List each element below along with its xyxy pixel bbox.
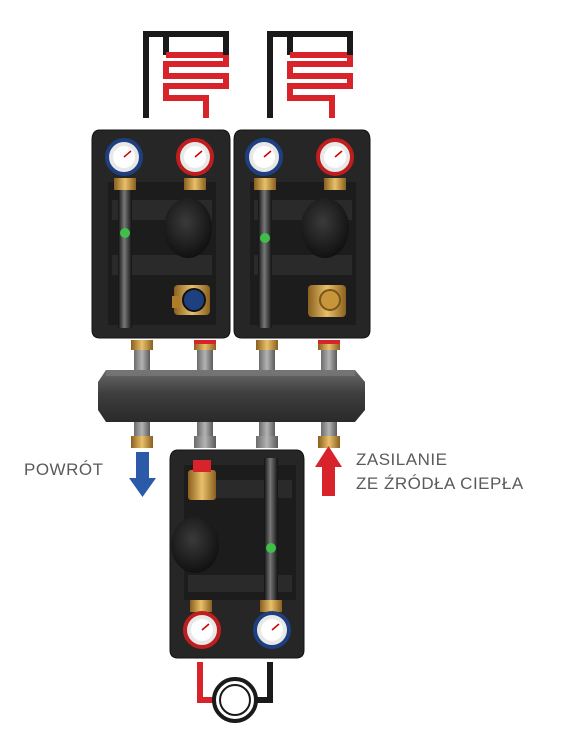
thermometer-gauge-icon	[105, 138, 143, 176]
thermometer-gauge-icon	[183, 611, 221, 649]
supply-arrow-icon	[315, 446, 342, 496]
mixing-valve-icon	[308, 285, 346, 317]
return-label: POWRÓT	[24, 460, 104, 479]
boiler-circle-icon	[197, 662, 273, 723]
manifold	[98, 370, 365, 422]
radiator-coil-icon	[267, 31, 353, 118]
circulation-pump-icon	[164, 198, 212, 258]
return-arrow-icon	[129, 452, 156, 497]
mixing-valve-icon	[188, 460, 216, 500]
thermometer-gauge-icon	[245, 138, 283, 176]
supply-label: ZASILANIE ZE ŹRÓDŁA CIEPŁA	[356, 448, 524, 496]
thermometer-gauge-icon	[176, 138, 214, 176]
pump-group-bottom	[169, 449, 305, 659]
manifold-connectors-top	[131, 340, 340, 372]
thermometer-gauge-icon	[316, 138, 354, 176]
pump-group-left	[91, 129, 231, 339]
supply-label-line1: ZASILANIE	[356, 450, 448, 469]
manifold-connectors-bottom	[131, 422, 340, 448]
thermometer-gauge-icon	[253, 611, 291, 649]
circulation-pump-icon	[171, 517, 219, 573]
supply-label-line2: ZE ŹRÓDŁA CIEPŁA	[356, 474, 524, 493]
pump-group-right	[233, 129, 371, 339]
circulation-pump-icon	[301, 198, 349, 258]
mixing-valve-icon	[172, 285, 210, 315]
radiator-coil-icon	[143, 31, 229, 118]
